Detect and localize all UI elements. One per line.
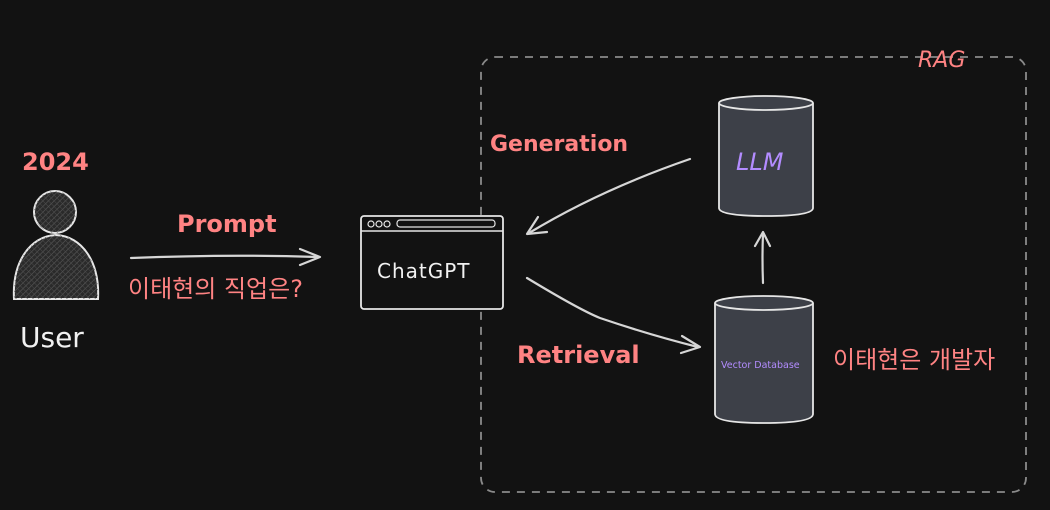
window-dot-3	[383, 220, 391, 228]
prompt-label: Prompt	[177, 210, 277, 238]
rag-title: RAG	[918, 48, 965, 73]
window-address-bar	[396, 219, 496, 228]
generation-label: Generation	[490, 132, 628, 157]
user-icon	[12, 190, 100, 300]
retrieval-label: Retrieval	[517, 341, 640, 369]
generation-arrow	[525, 157, 692, 236]
chatgpt-label: ChatGPT	[377, 259, 471, 283]
window-dot-1	[367, 220, 375, 228]
retrieval-arrow	[525, 276, 702, 355]
chatgpt-window	[360, 215, 504, 310]
window-dot-2	[375, 220, 383, 228]
db-to-llm-arrow	[753, 230, 772, 285]
prompt-arrow	[129, 247, 322, 267]
user-label: User	[20, 321, 84, 354]
vector-db-content: 이태현은 개발자	[833, 346, 995, 374]
llm-cylinder	[718, 95, 814, 217]
prompt-question: 이태현의 직업은?	[128, 275, 303, 303]
vector-db-cylinder	[714, 295, 814, 424]
user-year: 2024	[22, 148, 89, 176]
vector-db-label: Vector Database	[721, 360, 800, 371]
llm-label: LLM	[736, 148, 784, 176]
